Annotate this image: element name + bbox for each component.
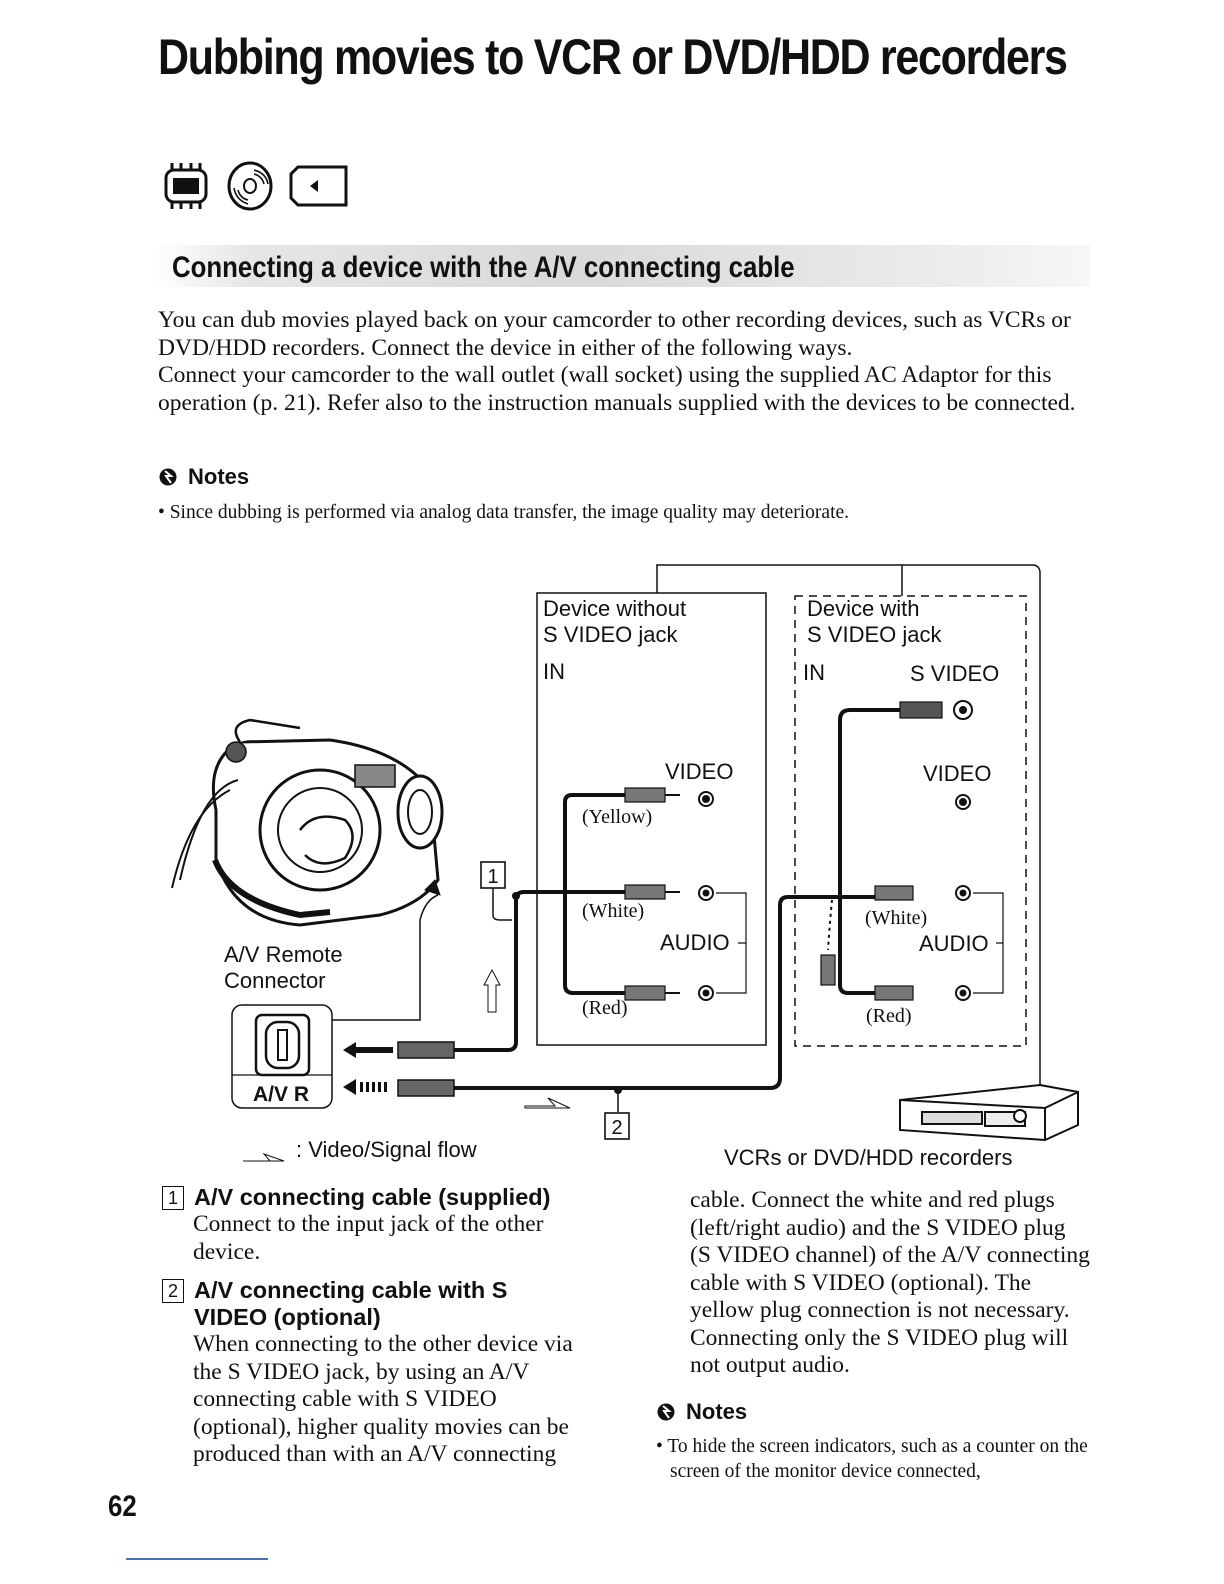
white-label-left: (White) <box>582 900 644 922</box>
diagram-num1: 1 <box>487 866 498 888</box>
footer-line <box>126 1558 268 1560</box>
item-1-heading: 1 A/V connecting cable (supplied) <box>162 1184 602 1211</box>
item-2-heading: 2 A/V connecting cable with S VIDEO (opt… <box>162 1277 602 1331</box>
vcr-illustration <box>899 1083 1079 1142</box>
dvd-icon <box>227 161 273 211</box>
notes-heading-label: Notes <box>188 464 250 489</box>
red-label-left: (Red) <box>582 997 628 1019</box>
avr-label: A/V R <box>253 1083 309 1106</box>
yellow-label: (Yellow) <box>582 806 652 828</box>
note-2-text: To hide the screen indicators, such as a… <box>667 1436 1088 1482</box>
notes-icon <box>657 1403 675 1421</box>
item-2-number: 2 <box>162 1279 184 1303</box>
column-2-text: cable. Connect the white and red plugs (… <box>690 1187 1090 1378</box>
item-2: 2 A/V connecting cable with S VIDEO (opt… <box>162 1277 602 1469</box>
svideo-label: S VIDEO <box>910 661 999 686</box>
section-bar <box>155 245 1090 287</box>
page-number: 62 <box>108 1490 137 1523</box>
intro-paragraph: Connect your camcorder to the wall outle… <box>158 362 1076 416</box>
notes-heading: Notes <box>158 464 249 490</box>
item-1-title: A/V connecting cable (supplied) <box>194 1184 551 1210</box>
box-left-in: IN <box>543 659 565 684</box>
connection-diagram: 1 2 <box>171 564 1079 1162</box>
note-item-2: • To hide the screen indicators, such as… <box>656 1436 1088 1482</box>
memory-stick-icon <box>289 165 348 207</box>
box-left-title2: S VIDEO jack <box>543 622 678 647</box>
diagram-num2: 2 <box>611 1117 622 1139</box>
white-label-right: (White) <box>865 907 927 929</box>
audio-label-left: AUDIO <box>660 930 730 955</box>
camcorder-illustration <box>171 718 444 927</box>
note-item: • Since dubbing is performed via analog … <box>158 502 850 523</box>
video-label-right: VIDEO <box>923 761 991 786</box>
item-2-title: A/V connecting cable with S VIDEO (optio… <box>194 1277 508 1330</box>
item-1-number: 1 <box>162 1186 184 1210</box>
item-1: 1 A/V connecting cable (supplied) Connec… <box>162 1184 602 1266</box>
hdd-icon <box>164 163 208 209</box>
av-remote-label1: A/V Remote <box>224 942 343 967</box>
video-label-left: VIDEO <box>665 759 733 784</box>
box-left-title1: Device without <box>543 596 686 621</box>
media-icons <box>160 160 350 212</box>
box-right-in: IN <box>803 660 825 685</box>
intro-paragraph: You can dub movies played back on your c… <box>158 307 1071 361</box>
note-text: Since dubbing is performed via analog da… <box>169 502 850 523</box>
box-right-title1: Device with <box>807 596 919 621</box>
audio-label-right: AUDIO <box>919 931 989 956</box>
page-title: Dubbing movies to VCR or DVD/HDD recorde… <box>158 29 1068 85</box>
vcr-caption: VCRs or DVD/HDD recorders <box>724 1145 1013 1170</box>
item-2-body: When connecting to the other device via … <box>193 1331 573 1467</box>
legend-text: : Video/Signal flow <box>296 1137 477 1162</box>
section-title: Connecting a device with the A/V connect… <box>172 251 795 284</box>
notes-heading-2-label: Notes <box>686 1399 748 1424</box>
red-label-right: (Red) <box>866 1005 912 1027</box>
notes-icon <box>159 468 177 486</box>
box-right-title2: S VIDEO jack <box>807 622 942 647</box>
notes-heading-2: Notes <box>656 1399 747 1425</box>
item-1-body: Connect to the input jack of the other d… <box>193 1211 544 1265</box>
intro-text: You can dub movies played back on your c… <box>158 307 1093 417</box>
av-remote-label2: Connector <box>224 968 326 993</box>
